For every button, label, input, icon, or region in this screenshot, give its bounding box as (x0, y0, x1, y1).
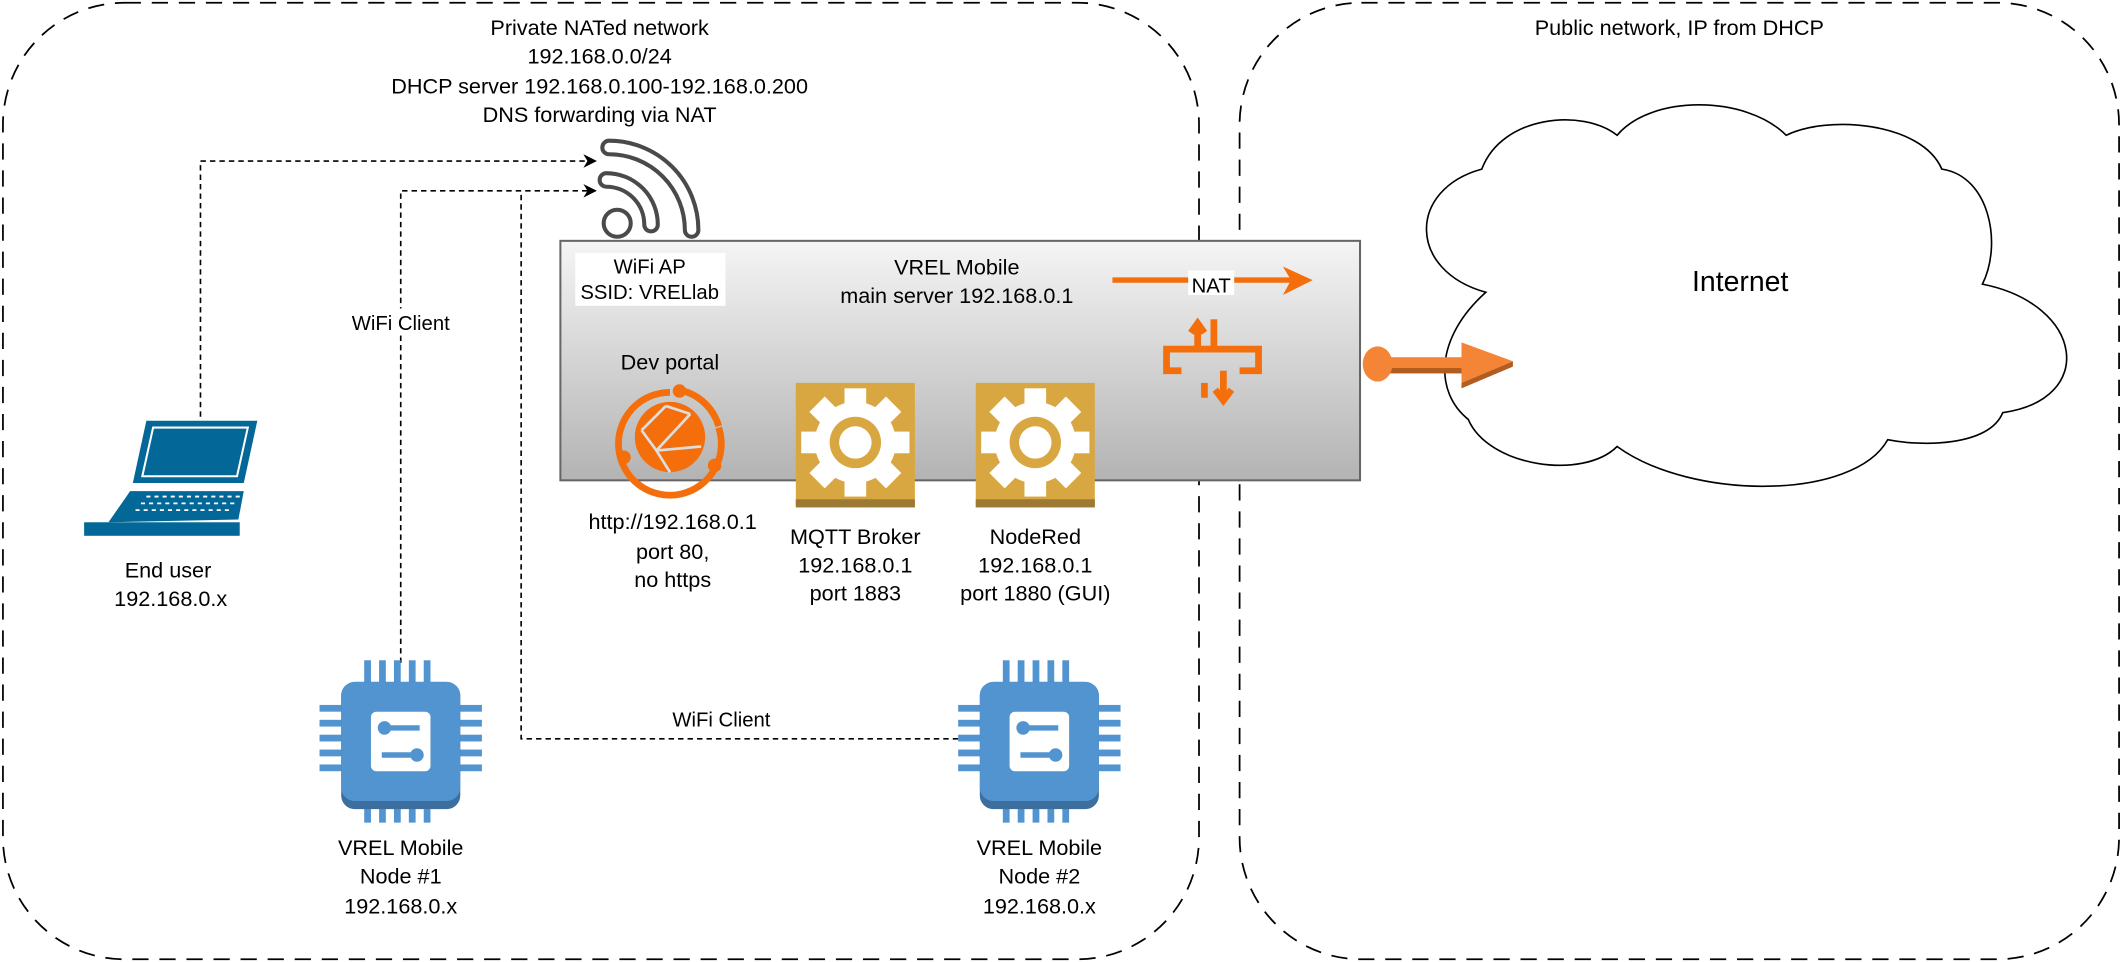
link-node1-to-ap (399, 184, 597, 663)
nat-gateway-icon (1163, 317, 1262, 407)
dev-portal-url: http://192.168.0.1 (589, 509, 757, 534)
gear-icon (801, 388, 910, 497)
private-title-line: Private NATed network (490, 15, 709, 40)
dev-portal-title: Dev portal (621, 349, 720, 374)
mqtt-title: MQTT Broker (790, 524, 921, 549)
node1-title: VREL Mobile (338, 835, 463, 860)
wifi-ap-ssid: SSID: VRELlab (580, 282, 719, 304)
end-user-title: End user (125, 558, 212, 583)
private-subnet: 192.168.0.0/24 (527, 44, 671, 69)
globe-network-icon (615, 384, 725, 499)
private-dhcp-range: DHCP server 192.168.0.100-192.168.0.200 (391, 73, 808, 98)
nat-label: NAT (1192, 275, 1231, 297)
public-network-title: Public network, IP from DHCP (1535, 15, 1824, 40)
server-title: VREL Mobile (894, 255, 1019, 280)
nat-arrow: NAT (1112, 266, 1313, 297)
nodered-port: port 1880 (GUI) (960, 581, 1110, 606)
node1-link-label: WiFi Client (352, 313, 450, 335)
node2-name: Node #2 (998, 864, 1080, 889)
nodered-title: NodeRed (990, 524, 1081, 549)
server-address: main server 192.168.0.1 (840, 283, 1073, 308)
node1-ip: 192.168.0.x (344, 893, 457, 918)
nodered-icon (975, 382, 1095, 508)
private-dns-note: DNS forwarding via NAT (483, 102, 717, 127)
mqtt-port: port 1883 (810, 581, 901, 606)
node1-chip-icon (319, 660, 482, 823)
wifi-icon (597, 138, 701, 239)
internet-label: Internet (1692, 266, 1788, 298)
dev-portal-note: no https (634, 567, 711, 592)
nodered-ip: 192.168.0.1 (978, 552, 1092, 577)
internet-cloud (1425, 104, 2068, 488)
mqtt-ip: 192.168.0.1 (798, 552, 912, 577)
end-user-ip: 192.168.0.x (114, 586, 227, 611)
gear-icon (981, 388, 1090, 497)
node1-name: Node #1 (360, 864, 442, 889)
wifi-ap-label: WiFi AP (614, 256, 686, 278)
link-node2-to-ap (520, 190, 959, 740)
node2-link-label: WiFi Client (672, 710, 770, 732)
node2-ip: 192.168.0.x (983, 893, 1096, 918)
uplink-arrow (1362, 342, 1513, 389)
node2-chip-icon (958, 660, 1121, 823)
link-end-user-to-ap (199, 154, 597, 417)
dev-portal-port: port 80, (636, 539, 709, 564)
private-network-title: Private NATed network 192.168.0.0/24 DHC… (391, 15, 808, 127)
mqtt-broker-icon (795, 382, 915, 508)
node2-title: VREL Mobile (977, 835, 1102, 860)
laptop-icon (84, 420, 258, 536)
